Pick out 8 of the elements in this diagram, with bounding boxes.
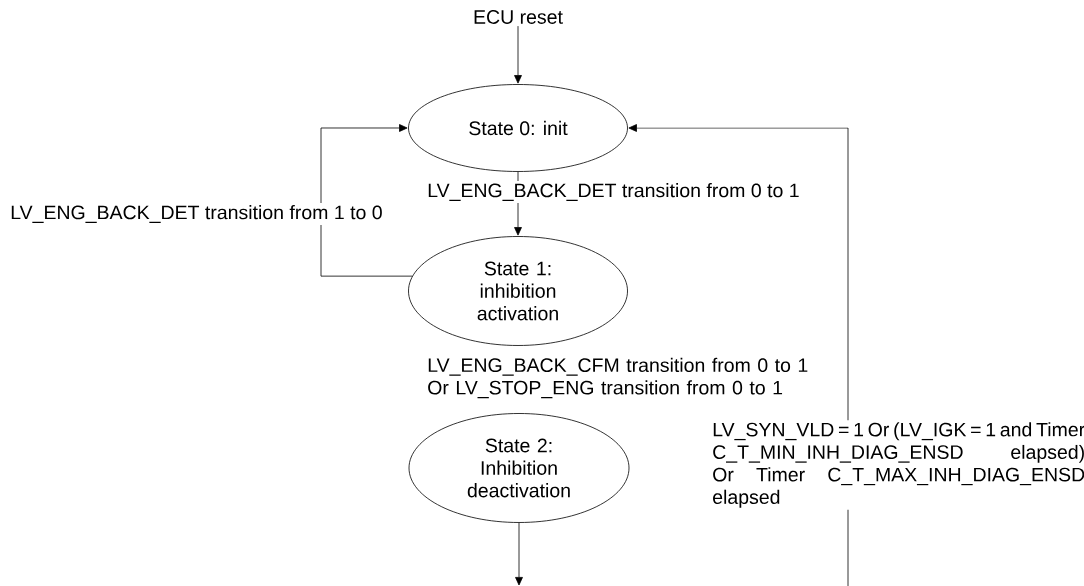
edge-label: LV_ENG_BACK_DET transition from 1 to 0 <box>8 203 385 225</box>
edge-label: LV_SYN_VLD = 1 Or (LV_IGK = 1 and Timer C_T_MIN_INH_DIAG_ENSD elapsed) Or Timer C_T_MAX_INH_DIAG_ENSD elapsed <box>710 420 1084 510</box>
arrow <box>514 25 522 84</box>
start-label: ECU reset <box>474 10 563 24</box>
transition-label: LV_ENG_BACK_CFM transition from 0 to 1 Or LV_STOP_ENG transition from 0 to 1 <box>428 357 808 399</box>
edge-label: LV_ENG_BACK_DET transition from 0 to 1 <box>425 181 802 203</box>
arrow <box>320 124 413 277</box>
arrow <box>515 522 523 586</box>
